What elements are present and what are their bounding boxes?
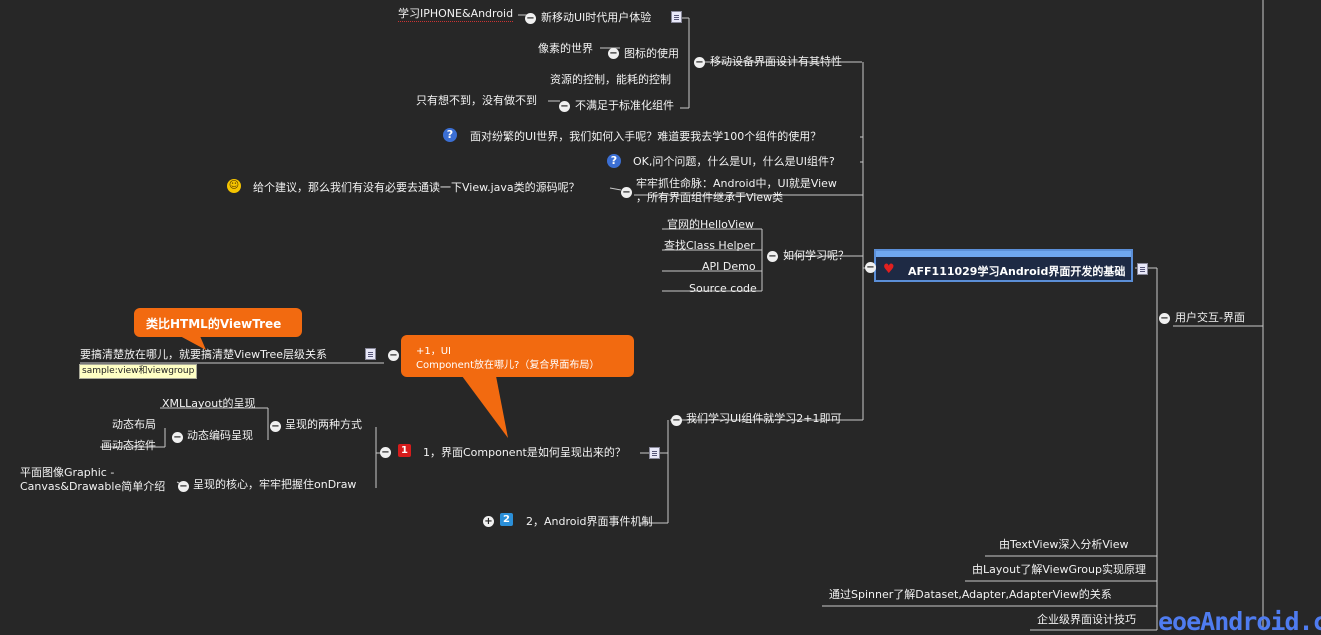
node-icon-use[interactable]: 图标的使用 [624,47,679,60]
note-icon[interactable] [1137,263,1148,275]
node-how-to-learn[interactable]: 如何学习呢？ [783,249,849,262]
node-suggest-source[interactable]: 给个建议，那么我们有没有必要去通读一下View.java类的源码呢？ [253,181,580,194]
eoeandroid-logo: eoeAndroid.com [1158,607,1321,635]
node-graphic-line1[interactable]: 平面图像Graphic - [20,466,115,479]
collapse-toggle-icon[interactable]: − [270,421,281,432]
node-event-mechanism[interactable]: 2，Android界面事件机制 [526,515,653,528]
collapse-toggle-icon[interactable]: − [559,101,570,112]
callout-viewtree: 类比HTML的ViewTree [134,308,302,337]
node-question-what-is-ui[interactable]: OK,问个问题，什么是UI，什么是UI组件? [633,155,835,168]
node-class-helper[interactable]: 查找Class Helper [664,239,755,252]
node-helloview[interactable]: 官网的HelloView [667,218,754,231]
root-title-bar [876,251,1131,257]
node-grasp-line1[interactable]: 牢牢抓住命脉：Android中，UI就是View [636,177,837,190]
node-imagine[interactable]: 只有想不到，没有做不到 [416,94,537,107]
callout-pointer [462,376,508,438]
root-code: AFF111029 [908,265,978,278]
node-component-render[interactable]: 1，界面Component是如何呈现出来的？ [423,446,626,459]
node-learn-iphone-android[interactable]: 学习IPHONE&Android [398,7,514,22]
node-enterprise-design[interactable]: 企业级界面设计技巧 [1037,613,1136,626]
heart-icon: ♥ [883,262,895,277]
smiley-icon: ☺ [227,179,241,193]
priority-1-icon: 1 [398,444,411,457]
node-draw-dynamic-control[interactable]: 画动态控件 [101,439,156,452]
node-pixel-world[interactable]: 像素的世界 [538,42,593,55]
node-layout-viewgroup[interactable]: 由Layout了解ViewGroup实现原理 [972,563,1146,576]
collapse-toggle-icon[interactable]: − [621,187,632,198]
note-icon[interactable] [671,11,682,23]
collapse-toggle-icon[interactable]: − [388,350,399,361]
question-icon: ? [443,128,457,142]
root-node[interactable]: ♥ AFF111029学习Android界面开发的基础 [874,249,1133,282]
callout-viewtree-text: 类比HTML的ViewTree [146,317,282,331]
tooltip-sample: sample:view和viewgroup [79,364,198,379]
expand-toggle-icon[interactable]: + [483,516,494,527]
collapse-toggle-icon[interactable]: − [525,13,536,24]
node-textview[interactable]: 由TextView深入分析View [999,538,1129,551]
collapse-toggle-icon[interactable]: − [172,432,183,443]
callout-pointer [180,336,206,350]
collapse-toggle-icon[interactable]: − [671,415,682,426]
node-graphic-line2[interactable]: Canvas&Drawable简单介绍 [20,480,166,493]
root-node-title: AFF111029学习Android界面开发的基础 [908,263,1125,279]
node-resource-control[interactable]: 资源的控制，能耗的控制 [550,73,671,86]
node-spinner-adapter[interactable]: 通过Spinner了解Dataset,Adapter,AdapterView的关… [829,588,1112,601]
node-not-standard[interactable]: 不满足于标准化组件 [575,99,674,112]
node-api-demo[interactable]: API Demo [702,260,756,273]
node-render-core[interactable]: 呈现的核心，牢牢把握住onDraw [193,478,357,491]
node-viewtree[interactable]: 要搞清楚放在哪儿，就要搞清楚ViewTree层级关系 [80,348,328,361]
node-mobile-design[interactable]: 移动设备界面设计有其特性 [710,55,842,68]
node-source-code[interactable]: Source code [689,282,757,295]
question-icon: ? [607,154,621,168]
root-title-rest: 学习Android界面开发的基础 [977,265,1126,278]
collapse-toggle-icon[interactable]: − [608,48,619,59]
collapse-toggle-icon[interactable]: − [694,57,705,68]
collapse-toggle-icon[interactable]: − [380,447,391,458]
priority-2-icon: 2 [500,513,513,526]
node-xml-layout[interactable]: XMLLayout的呈现 [162,397,256,410]
node-grasp-line2[interactable]: ，所有界面组件继承于View类 [636,191,784,204]
node-dynamic-coding[interactable]: 动态编码呈现 [187,429,253,442]
node-two-ways[interactable]: 呈现的两种方式 [285,418,362,431]
collapse-toggle-icon[interactable]: − [865,262,876,273]
note-icon[interactable] [649,447,660,459]
collapse-toggle-icon[interactable]: − [1159,313,1170,324]
node-question-ui-world[interactable]: 面对纷繁的UI世界，我们如何入手呢？难道要我去学100个组件的使用？ [470,130,822,143]
collapse-toggle-icon[interactable]: − [178,481,189,492]
node-dynamic-layout[interactable]: 动态布局 [112,418,156,431]
node-learn-2plus1[interactable]: 我们学习UI组件就学习2+1即可 [686,412,842,425]
callout-component-place: +1，UI Component放在哪儿?（复合界面布局） [401,335,634,377]
collapse-toggle-icon[interactable]: − [767,251,778,262]
callout-component-line1: +1，UI [416,346,452,357]
node-new-ui-experience[interactable]: 新移动UI时代用户体验 [541,11,652,24]
callout-component-line2: Component放在哪儿?（复合界面布局） [416,360,600,371]
node-user-interaction[interactable]: 用户交互-界面 [1175,311,1245,324]
note-icon[interactable] [365,348,376,360]
